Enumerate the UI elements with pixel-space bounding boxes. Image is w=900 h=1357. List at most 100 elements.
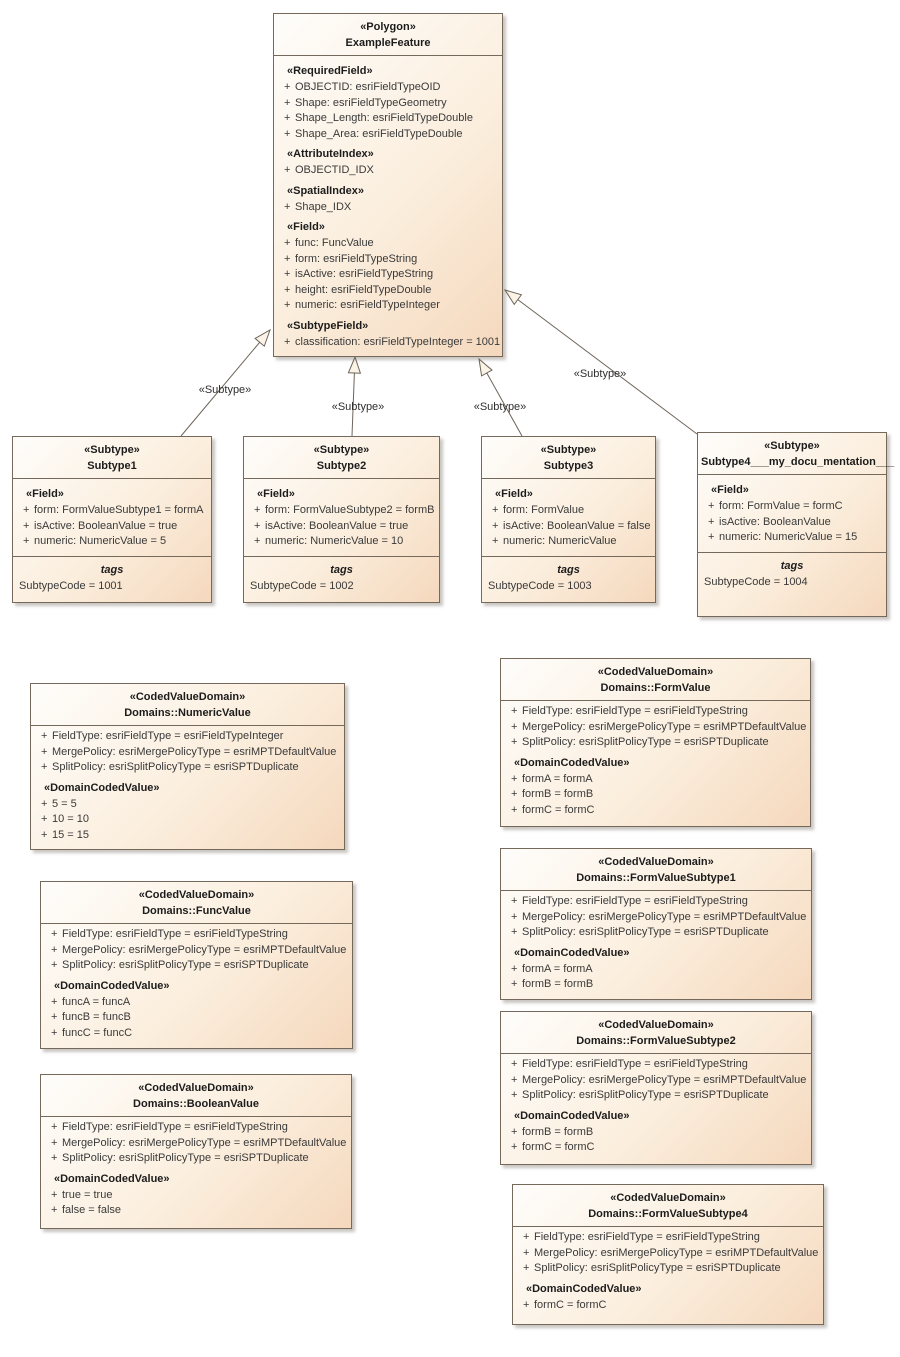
class-box-subtype1[interactable]: «Subtype»Subtype1«Field»+form: FormValue… xyxy=(12,436,212,603)
attribute-text: Shape_Area: esriFieldTypeDouble xyxy=(295,127,463,140)
visibility-plus: + xyxy=(284,96,291,109)
class-attributes-compartment: +FieldType: esriFieldType = esriFieldTyp… xyxy=(41,1117,351,1228)
attribute-text: SplitPolicy: esriSplitPolicyType = esriS… xyxy=(52,761,299,773)
class-title-compartment: «Polygon»ExampleFeature xyxy=(274,14,502,56)
section-stereotype: «DomainCodedValue» xyxy=(526,1282,642,1295)
attribute-row: +MergePolicy: esriMergePolicyType = esri… xyxy=(504,1073,808,1089)
class-box-subtype2[interactable]: «Subtype»Subtype2«Field»+form: FormValue… xyxy=(243,436,440,603)
visibility-plus: + xyxy=(284,283,291,296)
class-stereotype: «Subtype» xyxy=(313,444,370,456)
attribute-text: MergePolicy: esriMergePolicyType = esriM… xyxy=(522,720,807,733)
attribute-row: +FieldType: esriFieldType = esriFieldTyp… xyxy=(44,1120,348,1136)
visibility-plus: + xyxy=(523,1231,530,1243)
tags-label: tags xyxy=(557,563,580,576)
visibility-plus: + xyxy=(51,1152,58,1164)
section-stereotype: «DomainCodedValue» xyxy=(44,781,160,794)
section-stereotype: «RequiredField» xyxy=(287,65,373,77)
visibility-plus: + xyxy=(51,1136,58,1149)
class-attributes-compartment: «RequiredField»+OBJECTID: esriFieldTypeO… xyxy=(274,56,502,356)
visibility-plus: + xyxy=(51,995,58,1008)
section-stereotype: «DomainCodedValue» xyxy=(54,979,170,992)
attribute-text: funcA = funcA xyxy=(62,995,131,1008)
attribute-row: +isActive: BooleanValue xyxy=(701,515,883,531)
attribute-row: +Shape_IDX xyxy=(277,200,499,216)
attribute-text: FieldType: esriFieldType = esriFieldType… xyxy=(522,895,748,907)
attribute-row: +5 = 5 xyxy=(34,797,341,813)
attribute-row: +height: esriFieldTypeDouble xyxy=(277,283,499,299)
arrowhead-subtype4 xyxy=(503,289,523,306)
domain-box-formvalue[interactable]: «CodedValueDomain»Domains::FormValue+Fie… xyxy=(500,658,811,827)
connector-line-subtype3 xyxy=(486,372,523,437)
attribute-text: 10 = 10 xyxy=(52,813,90,825)
visibility-plus: + xyxy=(284,112,291,124)
attribute-text: FieldType: esriFieldType = esriFieldType… xyxy=(522,1058,748,1070)
attribute-row: +FieldType: esriFieldType = esriFieldTyp… xyxy=(504,704,807,720)
attribute-row: +formA = formA xyxy=(504,962,808,978)
domain-box-funcvalue[interactable]: «CodedValueDomain»Domains::FuncValue+Fie… xyxy=(40,881,353,1049)
class-box-subtype4[interactable]: «Subtype»Subtype4___my_docu_mentation___… xyxy=(697,432,894,617)
visibility-plus: + xyxy=(51,928,58,940)
attribute-text: form: FormValue xyxy=(503,504,585,516)
visibility-plus: + xyxy=(23,519,30,532)
connector-label-subtype1: «Subtype» xyxy=(198,384,252,396)
attribute-text: FieldType: esriFieldType = esriFieldType… xyxy=(62,928,288,940)
attribute-text: OBJECTID_IDX xyxy=(295,164,374,176)
attribute-row: +SplitPolicy: esriSplitPolicyType = esri… xyxy=(34,760,341,776)
attribute-text: SplitPolicy: esriSplitPolicyType = esriS… xyxy=(522,926,769,938)
attribute-row: +numeric: NumericValue = 5 xyxy=(16,534,208,550)
visibility-plus: + xyxy=(511,803,518,816)
visibility-plus: + xyxy=(51,1188,58,1201)
class-attributes-compartment: + FieldType: esriFieldType = esriFieldTyp… xyxy=(41,924,352,1048)
section-stereotype: «DomainCodedValue» xyxy=(514,1109,630,1122)
visibility-plus: + xyxy=(708,500,715,512)
class-attributes-compartment: + FieldType: esriFieldType = esriFieldTyp… xyxy=(31,726,344,849)
tags-label: tags xyxy=(100,563,124,576)
attribute-row: +MergePolicy: esriMergePolicyType = esri… xyxy=(516,1246,820,1262)
attribute-text: numeric: NumericValue = 15 xyxy=(719,531,858,543)
attribute-row: +SplitPolicy: esriSplitPolicyType = esri… xyxy=(504,1088,808,1104)
attribute-row: +formB = formB xyxy=(504,977,808,993)
attribute-text: Shape: esriFieldTypeGeometry xyxy=(295,96,447,109)
domain-box-formvaluesubtype1[interactable]: «CodedValueDomain»Domains::FormValueSubt… xyxy=(500,848,812,1000)
visibility-plus: + xyxy=(284,335,291,348)
visibility-plus: + xyxy=(523,1246,530,1259)
attribute-text: MergePolicy: esriMergePolicyType = esriM… xyxy=(52,745,337,758)
attribute-row: +form: FormValue xyxy=(485,503,652,519)
section-stereotype: «Field» xyxy=(711,484,749,496)
attribute-row: +MergePolicy: esriMergePolicyType = esri… xyxy=(44,1136,348,1152)
attribute-text: funcB = funcB xyxy=(62,1011,131,1023)
domain-box-booleanvalue[interactable]: «CodedValueDomain»Domains::BooleanValue+… xyxy=(40,1074,352,1229)
visibility-plus: + xyxy=(284,237,291,249)
class-stereotype: «CodedValueDomain» xyxy=(597,666,714,678)
class-box-examplefeature[interactable]: «Polygon»ExampleFeature «RequiredField» + O… xyxy=(273,13,503,357)
attribute-row: +numeric: NumericValue = 10 xyxy=(247,534,436,550)
attribute-text: MergePolicy: esriMergePolicyType = esriM… xyxy=(522,910,807,923)
attribute-row: +formC = formC xyxy=(504,803,807,819)
visibility-plus: + xyxy=(41,730,48,742)
attribute-row: + FieldType: esriFieldType = esriFieldTyp… xyxy=(34,729,341,745)
attribute-text: FieldType: esriFieldType = esriFieldType… xyxy=(52,730,284,742)
attribute-row: +Shape_Area: esriFieldTypeDouble xyxy=(277,127,499,143)
attribute-row: +classification: esriFieldTypeInteger = … xyxy=(277,335,500,351)
attribute-text: form: FormValueSubtype1 = formA xyxy=(34,504,204,516)
visibility-plus: + xyxy=(511,720,518,733)
class-box-subtype3[interactable]: «Subtype»Subtype3«Field»+form: FormValue… xyxy=(481,436,656,603)
attribute-row: + Shape: esriFieldTypeGeometry xyxy=(277,96,499,112)
class-title-compartment: «Subtype»Subtype3 xyxy=(482,437,655,479)
domain-box-formvaluesubtype2[interactable]: «CodedValueDomain»Domains::FormValueSubt… xyxy=(500,1011,812,1165)
visibility-plus: + xyxy=(41,797,48,810)
domain-box-formvaluesubtype4[interactable]: «CodedValueDomain»Domains::FormValueSubt… xyxy=(512,1184,824,1325)
domain-box-numericvalue[interactable]: «CodedValueDomain»Domains::NumericValue+… xyxy=(30,683,345,850)
attribute-text: MergePolicy: esriMergePolicyType = esriM… xyxy=(522,1073,807,1086)
tag-value: SubtypeCode = 1004 xyxy=(704,575,808,588)
class-name: Domains::FormValueSubtype1 xyxy=(576,872,736,884)
class-name: Domains::FormValueSubtype4 xyxy=(588,1208,748,1220)
visibility-plus: + xyxy=(41,828,48,841)
attribute-row: +numeric: esriFieldTypeInteger xyxy=(277,298,499,314)
visibility-plus: + xyxy=(511,962,518,975)
generalization-arrowheads xyxy=(254,289,523,377)
attribute-row: +SplitPolicy: esriSplitPolicyType = esri… xyxy=(44,958,349,974)
